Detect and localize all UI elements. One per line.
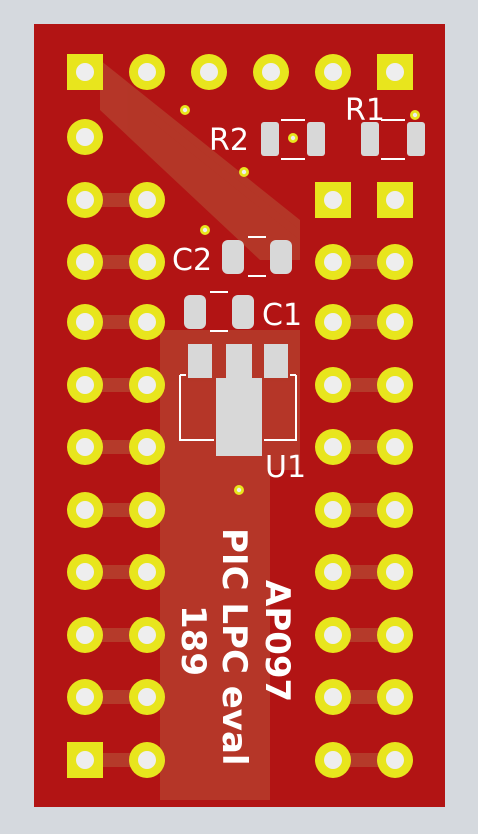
label-r1: R1 [345, 93, 385, 128]
right-outer-pad-1-drill-hole [386, 191, 404, 209]
top-header-pad-4-drill-hole [262, 63, 280, 81]
left-inner-pad-3-drill-hole [138, 313, 156, 331]
right-outer-pad-4-drill-hole [386, 376, 404, 394]
left-outer-pad-11-drill-hole [76, 751, 94, 769]
right-outer-pad-6-drill-hole [386, 501, 404, 519]
left-outer-pad-8-drill-hole [76, 563, 94, 581]
left-outer-pad-7-drill-hole [76, 501, 94, 519]
board-text-line-1: AP097 [257, 580, 297, 702]
top-header-pad-2-drill-hole [138, 63, 156, 81]
right-inner-pad-7-drill-hole [324, 563, 342, 581]
vias [180, 105, 420, 495]
board-text-line-2: PIC LPC eval [214, 528, 254, 766]
right-outer-pad-3-drill-hole [386, 313, 404, 331]
left-inner-pad-6-drill-hole [138, 501, 156, 519]
left-inner-pad-4-drill-hole [138, 376, 156, 394]
right-outer-pad-10-drill-hole [386, 751, 404, 769]
copper-traces [100, 60, 300, 800]
r2-footprint [261, 119, 325, 160]
right-inner-pad-10-drill-hole [324, 751, 342, 769]
label-u1: U1 [265, 450, 306, 485]
top-header-pad-6-drill-hole [386, 63, 404, 81]
right-outer-pad-7-drill-hole [386, 563, 404, 581]
label-c2: C2 [172, 243, 212, 278]
top-header-pad-3-drill-hole [200, 63, 218, 81]
left-outer-pad-1-drill-hole [76, 128, 94, 146]
left-inner-pad-8-drill-hole [138, 626, 156, 644]
left-outer-pad-5-drill-hole [76, 376, 94, 394]
left-outer-pad-10-drill-hole [76, 688, 94, 706]
right-inner-pad-5-drill-hole [324, 438, 342, 456]
right-inner-pad-1-drill-hole [324, 191, 342, 209]
right-inner-pad-3-drill-hole [324, 313, 342, 331]
left-inner-pad-5-drill-hole [138, 438, 156, 456]
left-outer-pad-3-drill-hole [76, 253, 94, 271]
right-outer-pad-5-drill-hole [386, 438, 404, 456]
c1-footprint [184, 291, 254, 332]
right-outer-pad-8-drill-hole [386, 626, 404, 644]
left-outer-pad-6-drill-hole [76, 438, 94, 456]
label-c1: C1 [262, 298, 302, 333]
left-inner-pad-10-drill-hole [138, 751, 156, 769]
right-inner-pad-2-drill-hole [324, 253, 342, 271]
left-outer-pad-2-drill-hole [76, 191, 94, 209]
left-outer-pad-9-drill-hole [76, 626, 94, 644]
u1-footprint [179, 344, 297, 456]
right-outer-pad-2-drill-hole [386, 253, 404, 271]
left-inner-pad-7-drill-hole [138, 563, 156, 581]
right-inner-pad-8-drill-hole [324, 626, 342, 644]
left-inner-pad-1-drill-hole [138, 191, 156, 209]
left-inner-pad-9-drill-hole [138, 688, 156, 706]
label-r2: R2 [209, 123, 249, 158]
top-header-pad-5-drill-hole [324, 63, 342, 81]
c2-footprint [222, 236, 292, 277]
top-header-pad-1-drill-hole [76, 63, 94, 81]
right-inner-pad-9-drill-hole [324, 688, 342, 706]
board-text-line-3: 189 [173, 605, 213, 676]
r1-footprint [361, 119, 425, 160]
through-hole-pads [67, 54, 413, 778]
left-outer-pad-4-drill-hole [76, 313, 94, 331]
right-inner-pad-6-drill-hole [324, 501, 342, 519]
right-outer-pad-9-drill-hole [386, 688, 404, 706]
left-inner-pad-2-drill-hole [138, 253, 156, 271]
right-inner-pad-4-drill-hole [324, 376, 342, 394]
